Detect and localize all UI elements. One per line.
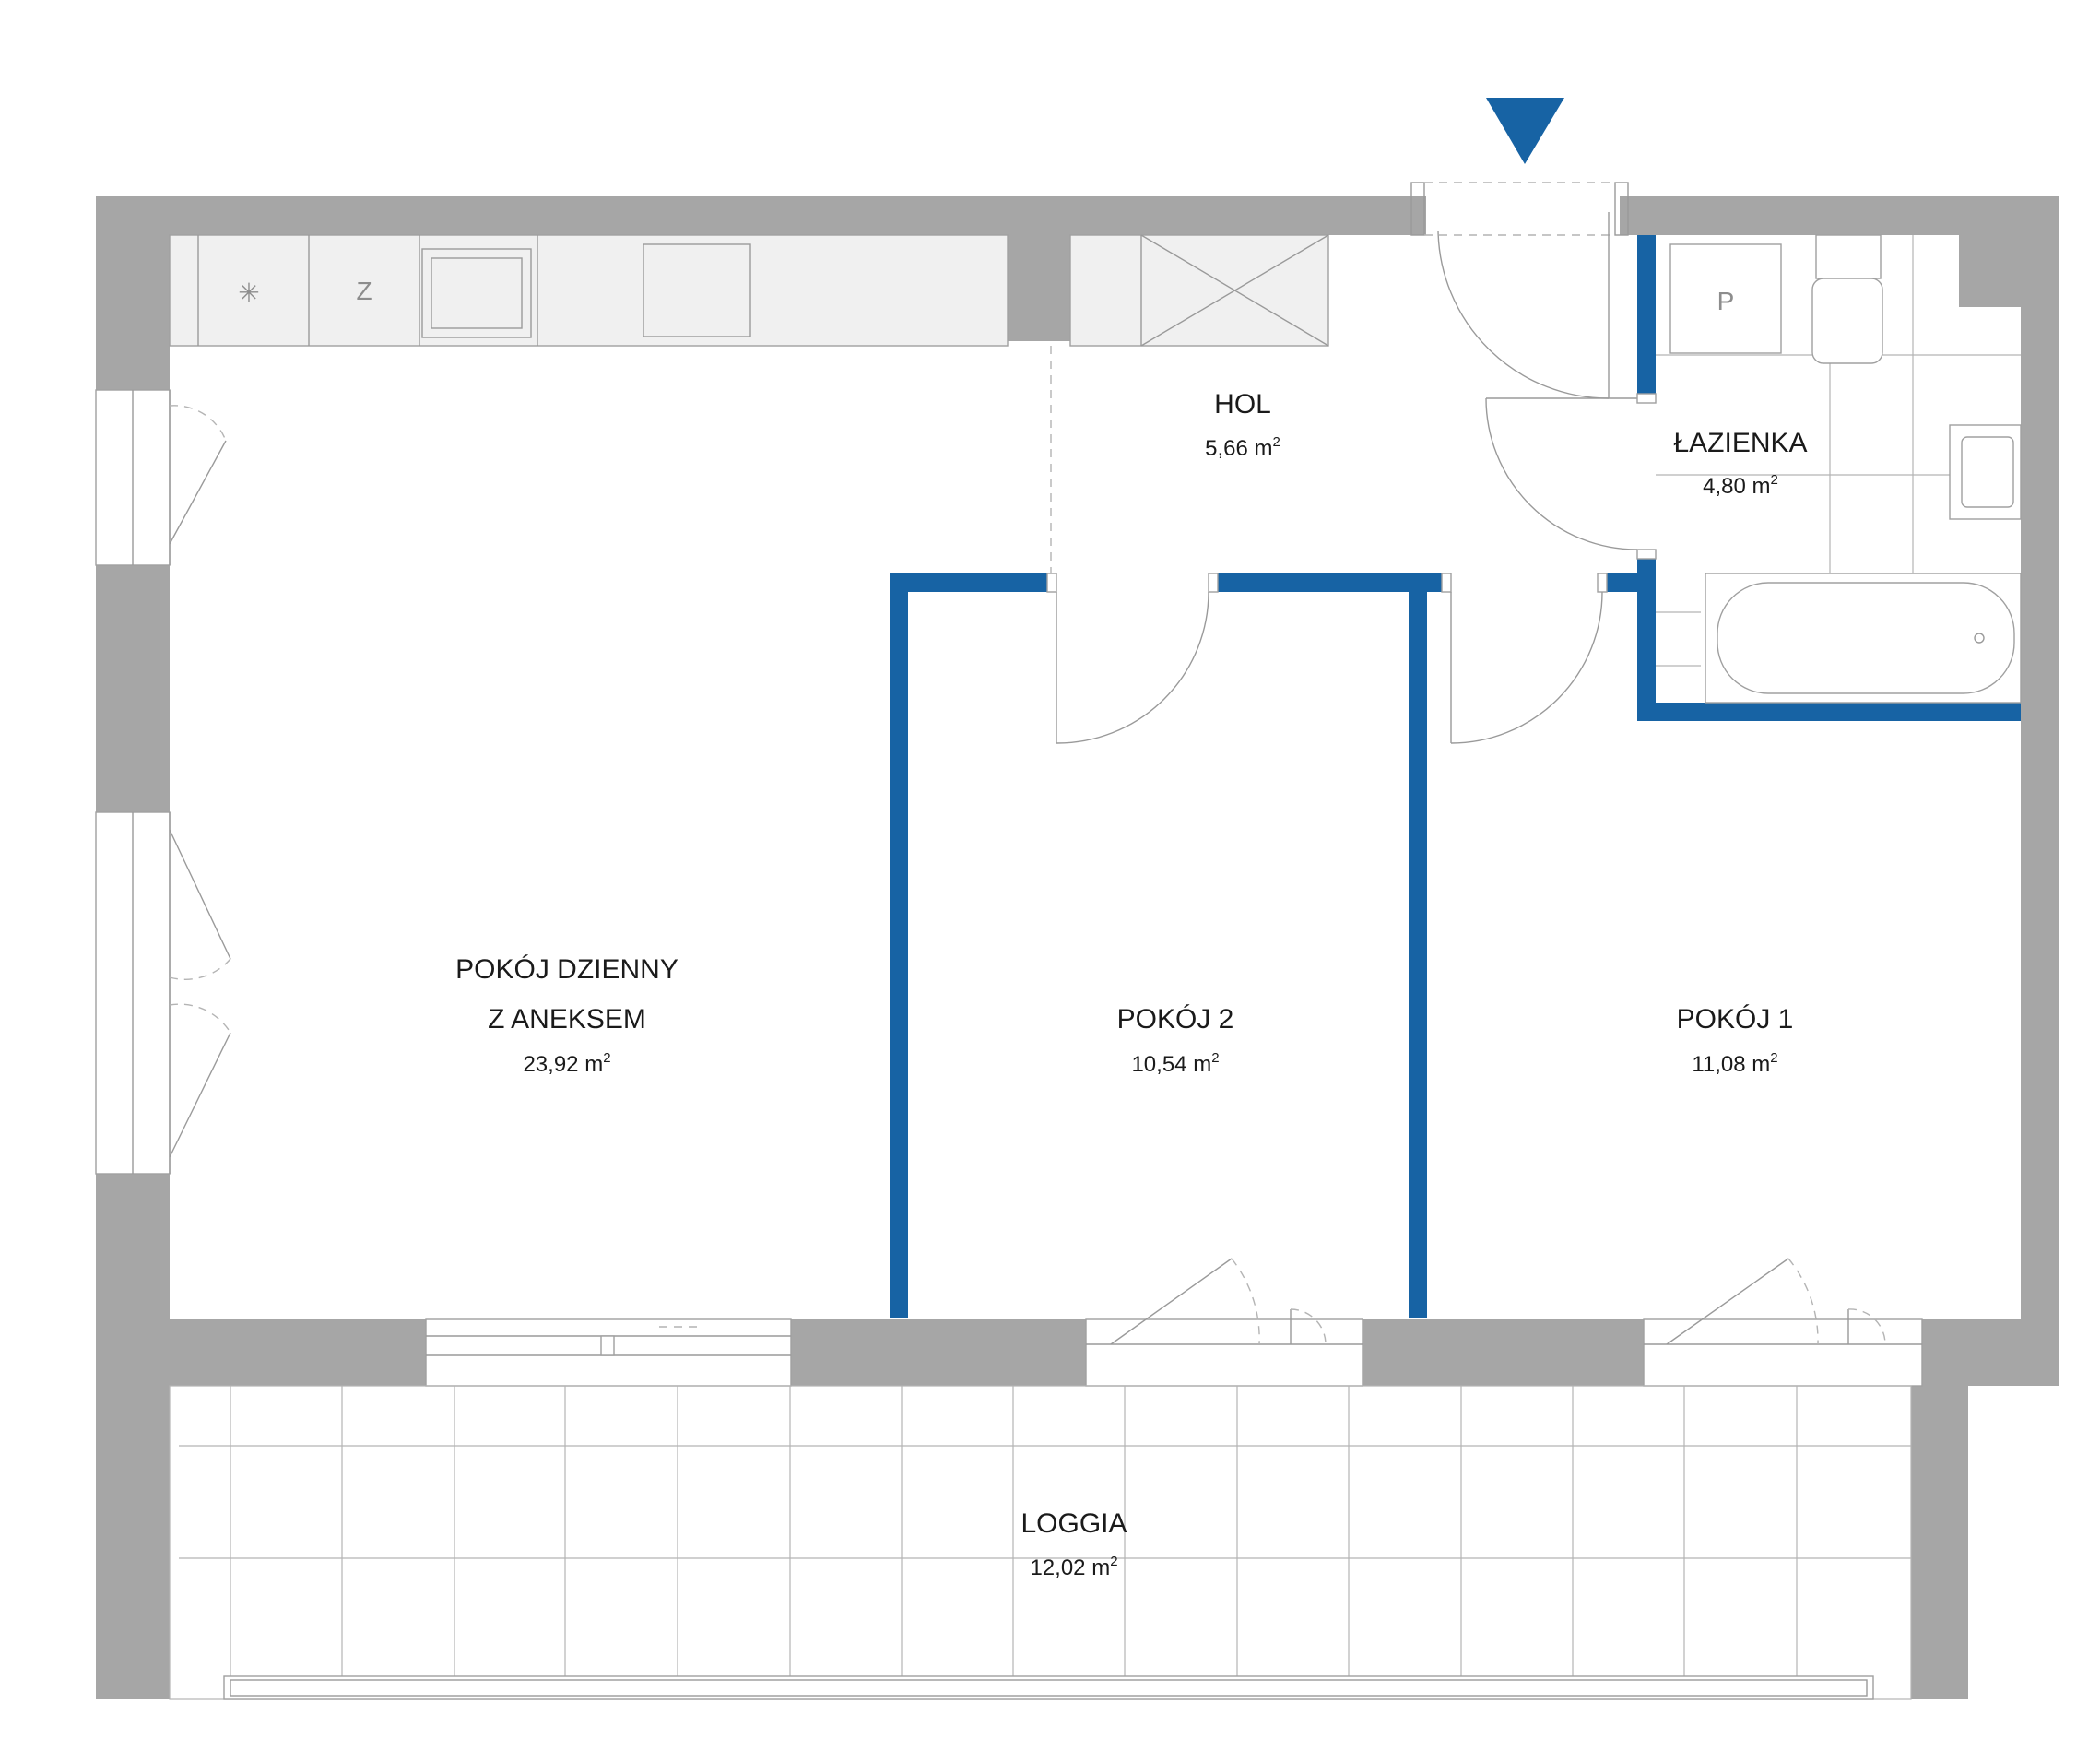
loggia-railing (223, 1675, 1874, 1700)
bathroom-door[interactable] (1485, 393, 1657, 560)
room-label-lazienka: ŁAZIENKA 4,80 m2 (1673, 428, 1807, 499)
svg-text:Z ANEKSEM: Z ANEKSEM (488, 1004, 646, 1035)
partition-walls (890, 235, 2021, 1318)
svg-text:23,92 m2: 23,92 m2 (523, 1050, 610, 1077)
svg-text:POKÓJ DZIENNY: POKÓJ DZIENNY (455, 954, 678, 985)
cooktop-icon: ✳ (238, 278, 259, 307)
svg-text:ŁAZIENKA: ŁAZIENKA (1673, 428, 1807, 458)
svg-text:POKÓJ 2: POKÓJ 2 (1117, 1004, 1234, 1035)
oven-icon (643, 243, 751, 337)
kitchen-counter (169, 234, 1329, 347)
sink-icon (1949, 424, 2022, 520)
svg-text:Z: Z (356, 277, 372, 305)
exterior-walls (96, 196, 2059, 1699)
balcony-door-room-2[interactable] (1085, 1258, 1363, 1387)
room-label-hol: HOL 5,66 m2 (1205, 389, 1280, 461)
svg-text:LOGGIA: LOGGIA (1021, 1508, 1127, 1539)
room-label-pokoj-1: POKÓJ 1 11,08 m2 (1677, 1004, 1794, 1077)
room-2-door[interactable] (1046, 573, 1219, 744)
entrance-door[interactable] (1410, 182, 1629, 399)
svg-text:POKÓJ 1: POKÓJ 1 (1677, 1004, 1794, 1035)
svg-text:4,80 m2: 4,80 m2 (1703, 472, 1778, 499)
svg-text:5,66 m2: 5,66 m2 (1205, 434, 1280, 461)
room-1-door[interactable] (1441, 573, 1608, 744)
balcony-door-room-1[interactable] (1643, 1258, 1923, 1387)
room-label-pokoj-2: POKÓJ 2 10,54 m2 (1117, 1004, 1234, 1077)
bathtub-icon (1705, 573, 2022, 704)
svg-text:HOL: HOL (1214, 389, 1271, 420)
room-label-living: POKÓJ DZIENNY Z ANEKSEM 23,92 m2 (455, 954, 678, 1077)
window-left-upper[interactable] (95, 389, 227, 566)
cabinet-x-icon (1140, 234, 1329, 347)
svg-text:P: P (1717, 287, 1735, 315)
balcony-sliding-door[interactable] (425, 1318, 792, 1387)
toilet-icon (1811, 234, 1883, 364)
room-label-loggia: LOGGIA 12,02 m2 (1021, 1508, 1127, 1580)
fridge-icon: Z (356, 277, 372, 305)
svg-text:11,08 m2: 11,08 m2 (1692, 1050, 1777, 1077)
svg-text:10,54 m2: 10,54 m2 (1131, 1050, 1219, 1077)
svg-text:✳: ✳ (238, 278, 259, 307)
entrance-arrow-icon (1486, 98, 1564, 164)
washer-icon: P (1669, 243, 1782, 354)
sink-icon (421, 248, 532, 338)
svg-text:12,02 m2: 12,02 m2 (1030, 1554, 1117, 1580)
window-left-lower[interactable] (95, 811, 231, 1175)
loggia-floor (169, 1385, 1912, 1700)
